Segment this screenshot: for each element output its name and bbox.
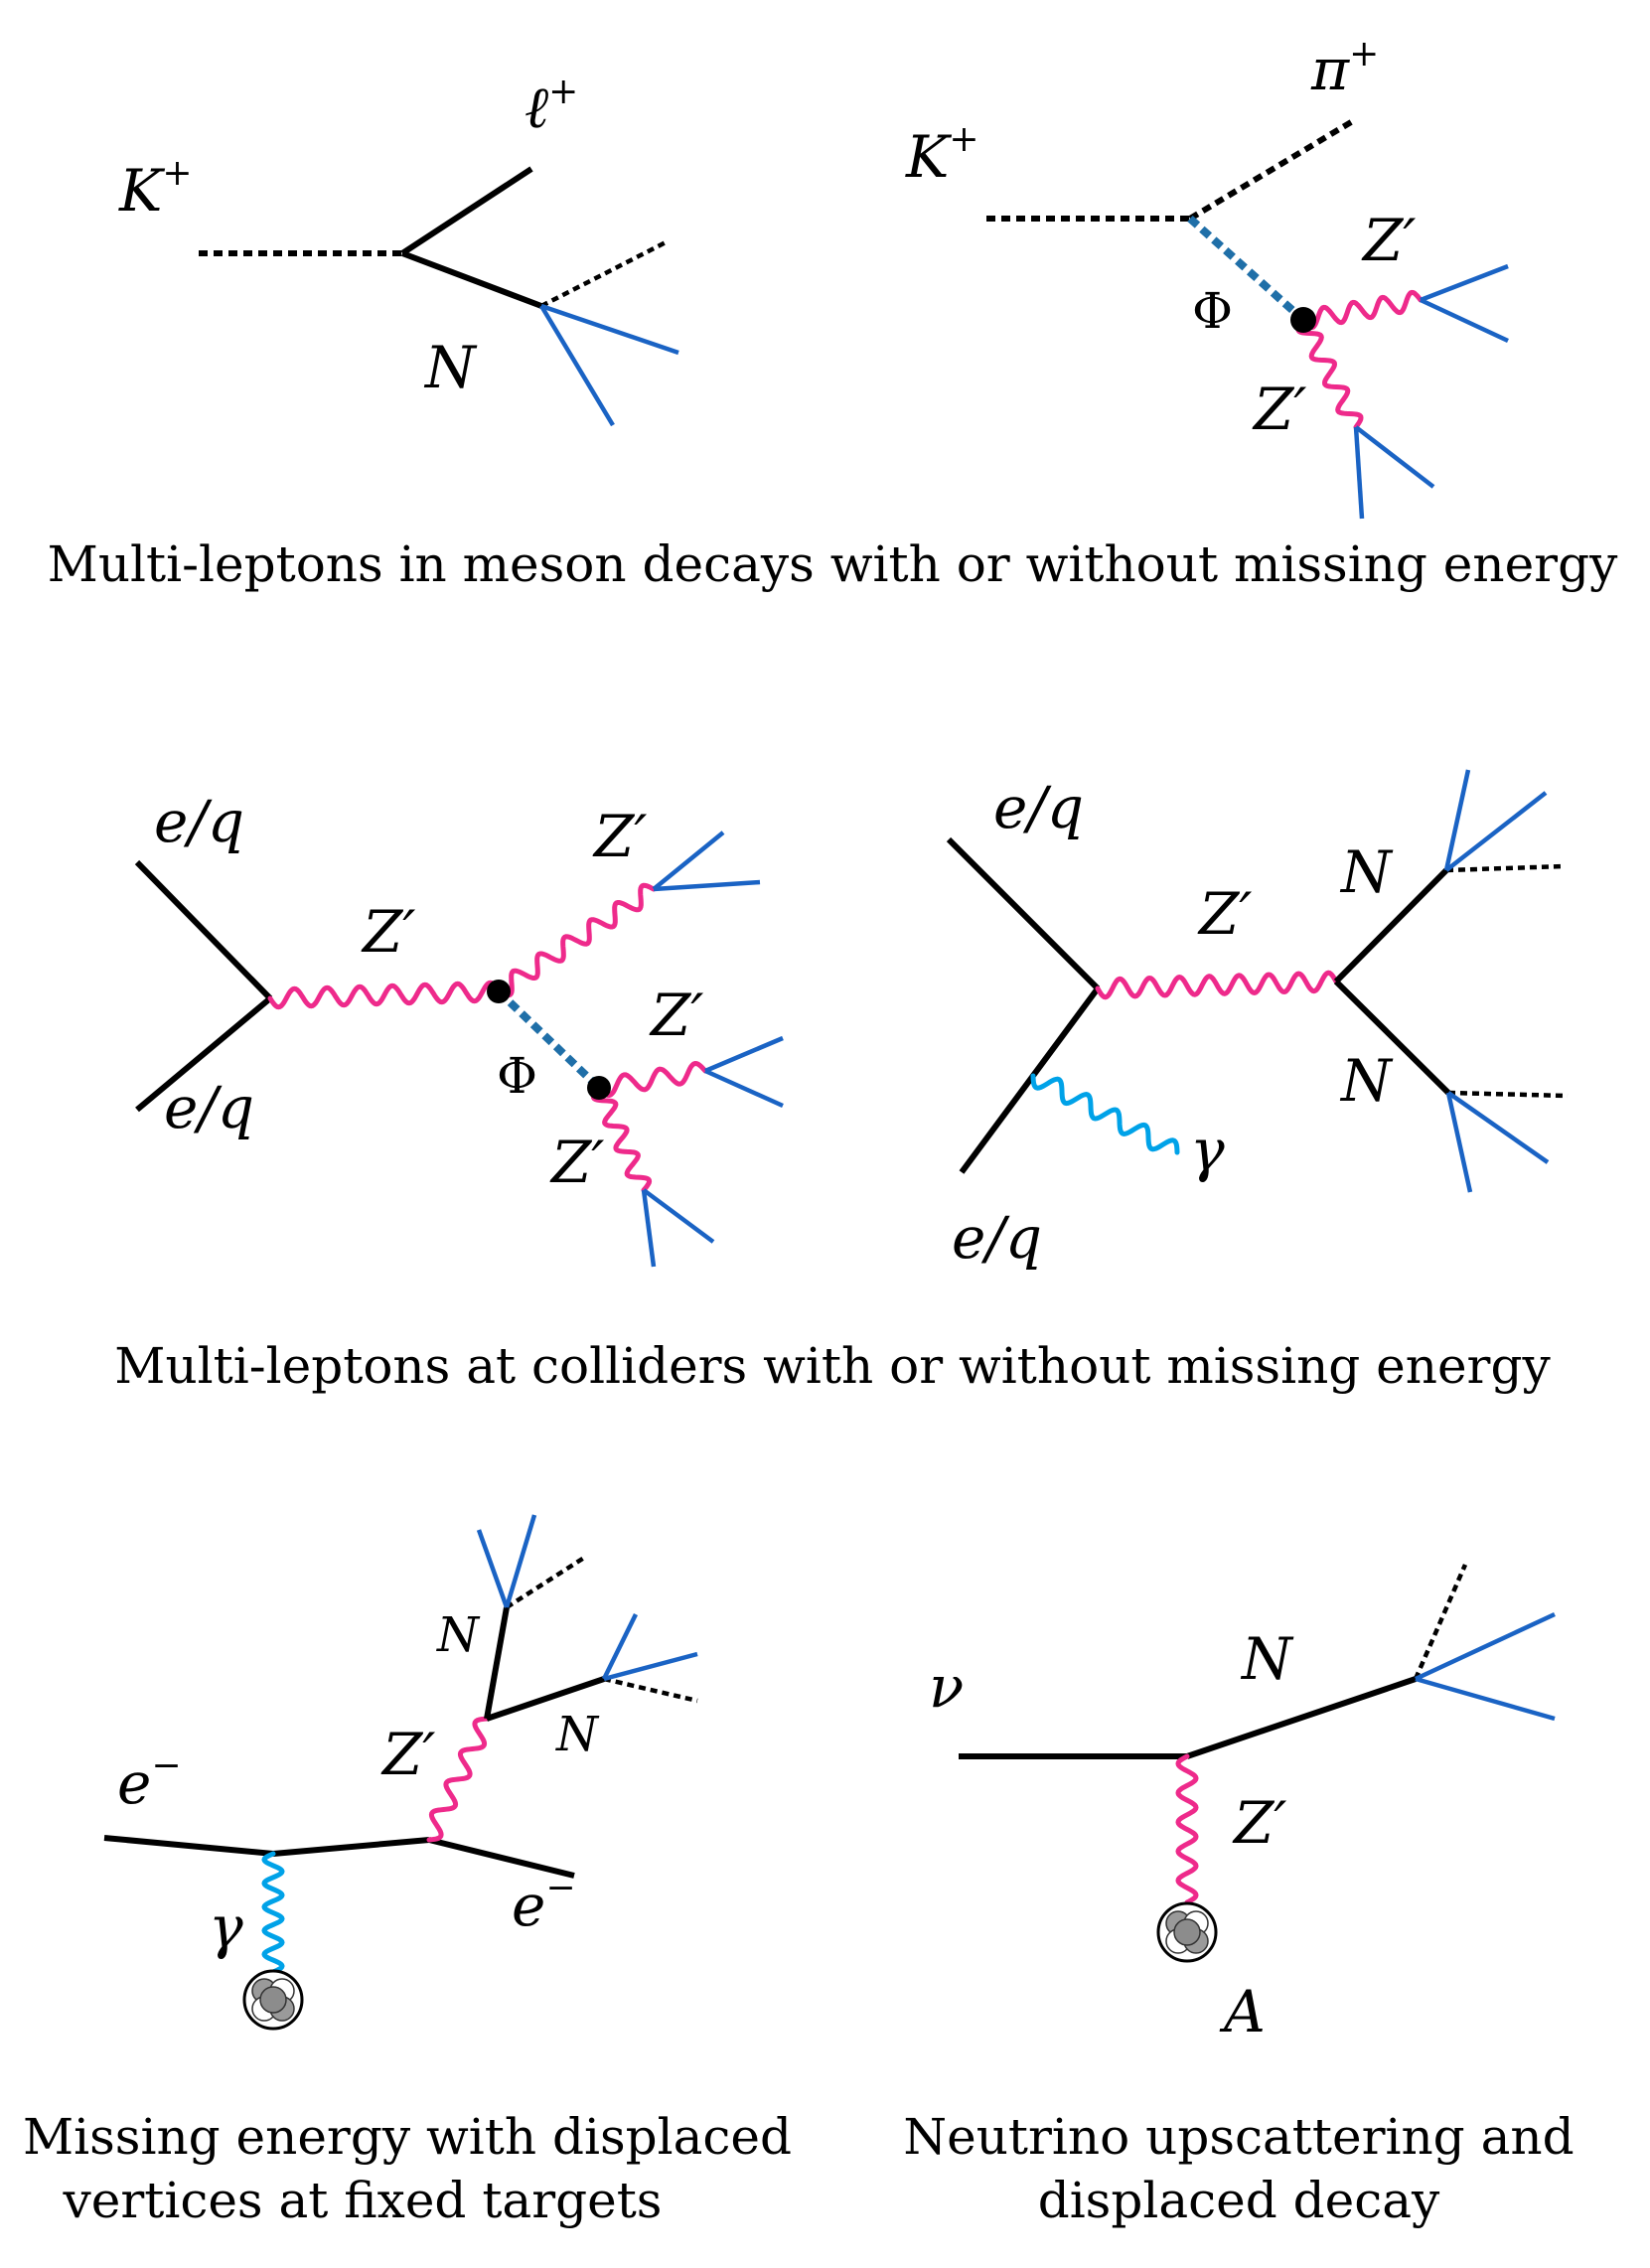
caption-row3-left-line1: Missing energy with displaced: [23, 2108, 792, 2166]
zprime-label-2: Z′: [649, 982, 703, 1049]
heavy-neutrino-line-1: [1333, 867, 1449, 984]
invisible-line-1: [1445, 863, 1566, 873]
pion-label: π+: [1310, 34, 1379, 103]
photon-line: [1030, 1073, 1180, 1155]
heavy-neutrino-line: [1186, 1676, 1417, 1759]
nucleus-icon: [1156, 1901, 1218, 1963]
zprime-propagator-label: Z′: [361, 898, 415, 966]
zprime-line: [426, 1716, 490, 1843]
incoming-line-1: [134, 859, 273, 1001]
incoming-label-2: e/q: [952, 1204, 1042, 1272]
electron-in-line: [103, 1835, 274, 1857]
vertex-dot-1: [487, 980, 511, 1003]
phi-line: [496, 988, 602, 1091]
incoming-label-1: e/q: [993, 774, 1084, 841]
neutrino-label: ν: [929, 1653, 964, 1721]
electron-out-line: [428, 1837, 575, 1879]
panel-collider-phi: e/q e/q Z′ Z′ Z′ Z′ Φ: [134, 788, 784, 1268]
zprime-label-3: Z′: [549, 1129, 604, 1196]
phi-line: [1187, 216, 1306, 323]
panel-collider-N: e/q e/q Z′ N N γ: [946, 769, 1569, 1272]
lepton-line: [400, 166, 533, 256]
vertex-dot: [1290, 307, 1316, 333]
incoming-line-1: [946, 836, 1101, 991]
zprime-propagator-label: Z′: [1197, 880, 1252, 948]
photon-label: γ: [209, 1893, 243, 1961]
caption-row2: Multi-leptons at colliders with or witho…: [114, 1337, 1551, 1395]
zprime-propagator: [1095, 970, 1339, 1000]
zprime-line: [1175, 1753, 1199, 1905]
invisible-line-1: [505, 1556, 586, 1609]
invisible-line: [1413, 1564, 1468, 1680]
heavy-neutrino-line-1: [484, 1606, 510, 1720]
heavy-neutrino-label-2: N: [555, 1707, 600, 1762]
incoming-line-2: [959, 986, 1101, 1174]
lepton-pair: [1443, 769, 1550, 1193]
vertex-dot-2: [587, 1076, 611, 1100]
zprime-label: Z′: [1232, 1789, 1286, 1857]
zprime-line-2: [596, 1060, 708, 1099]
caption-row3-left-line2: vertices at fixed targets: [63, 2172, 663, 2229]
zprime-line-1: [1300, 289, 1424, 331]
lepton-pair: [641, 831, 784, 1268]
zprime-line-1: [496, 882, 657, 998]
lepton-pair: [476, 1514, 698, 1682]
heavy-neutrino-line-2: [486, 1676, 605, 1722]
phi-label: Φ: [497, 1047, 537, 1105]
kaon-label: K+: [905, 119, 979, 191]
panel-upscattering: ν N Z′ A: [929, 1564, 1556, 2045]
heavy-neutrino-line: [400, 250, 543, 309]
panel-meson-decay-phi: K+ π+ Φ Z′ Z′: [905, 34, 1509, 520]
nucleus-label: A: [1219, 1978, 1266, 2045]
lepton-label: ℓ+: [525, 72, 578, 141]
incoming-label-2: e/q: [164, 1074, 254, 1141]
zprime-label-1: Z′: [592, 803, 647, 870]
heavy-neutrino-label-2: N: [1339, 1047, 1394, 1115]
zprime-propagator: [267, 980, 502, 1010]
invisible-line-2: [1447, 1090, 1569, 1099]
panel-meson-decay-N: K+ ℓ+ N: [118, 72, 679, 427]
heavy-neutrino-line-2: [1333, 979, 1451, 1096]
pion-line: [1188, 116, 1358, 222]
lepton-pair: [1415, 1611, 1556, 1722]
incoming-label-1: e/q: [154, 788, 244, 855]
zprime-line-3: [590, 1085, 653, 1193]
heavy-neutrino-label: N: [1240, 1625, 1294, 1693]
zprime-label: Z′: [380, 1721, 435, 1788]
heavy-neutrino-label: N: [423, 334, 478, 401]
invisible-line-2: [603, 1676, 698, 1704]
caption-row3-right-line1: Neutrino upscattering and: [903, 2108, 1574, 2166]
electron-out-label: e−: [512, 1868, 576, 1939]
phi-label: Φ: [1192, 282, 1233, 340]
kaon-label: K+: [118, 153, 193, 225]
photon-line: [261, 1851, 285, 1975]
lepton-pair: [539, 303, 679, 427]
photon-label: γ: [1190, 1117, 1225, 1184]
heavy-neutrino-label-1: N: [436, 1607, 481, 1663]
heavy-neutrino-label-1: N: [1339, 838, 1394, 906]
zprime-line-2: [1295, 317, 1364, 430]
caption-row3-right-line2: displaced decay: [1038, 2172, 1440, 2229]
incoming-line-2: [135, 995, 272, 1113]
zprime-label-2: Z′: [1252, 376, 1306, 443]
nucleus-icon: [242, 1969, 304, 2031]
electron-in-label: e−: [117, 1745, 182, 1817]
lepton-pair: [1353, 263, 1509, 520]
panel-fixed-target: e− e− γ Z′ N N: [103, 1514, 698, 2031]
invisible-line: [539, 238, 670, 309]
caption-row1: Multi-leptons in meson decays with or wi…: [48, 535, 1618, 593]
zprime-label-1: Z′: [1361, 207, 1416, 274]
electron-mid-line: [272, 1837, 430, 1857]
